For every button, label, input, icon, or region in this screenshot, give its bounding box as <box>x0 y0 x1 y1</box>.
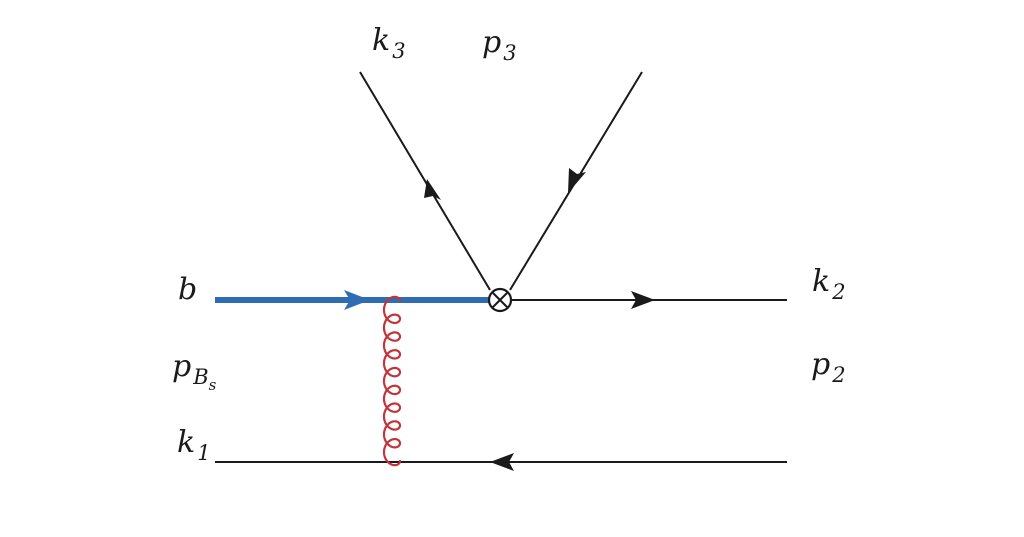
label-k2: k2 <box>812 264 846 304</box>
b-quark-arrow <box>344 290 370 310</box>
outgoing-line-k3 <box>359 71 491 291</box>
label-p3: p3 <box>482 25 517 65</box>
label-k1: k1 <box>177 425 211 465</box>
label-p2: p2 <box>811 347 846 387</box>
effective-vertex-circle-times <box>487 287 513 313</box>
outgoing-arrow-k3 <box>424 179 441 200</box>
gluon-line <box>382 295 402 467</box>
label-k3: k3 <box>372 23 406 63</box>
label-b: b <box>178 272 198 307</box>
spectator-arrow-k1 <box>490 453 514 471</box>
label-p-bs: pBs <box>172 349 217 394</box>
incoming-arrow-p3 <box>568 168 586 193</box>
outgoing-quark-arrow-k2 <box>631 291 655 309</box>
